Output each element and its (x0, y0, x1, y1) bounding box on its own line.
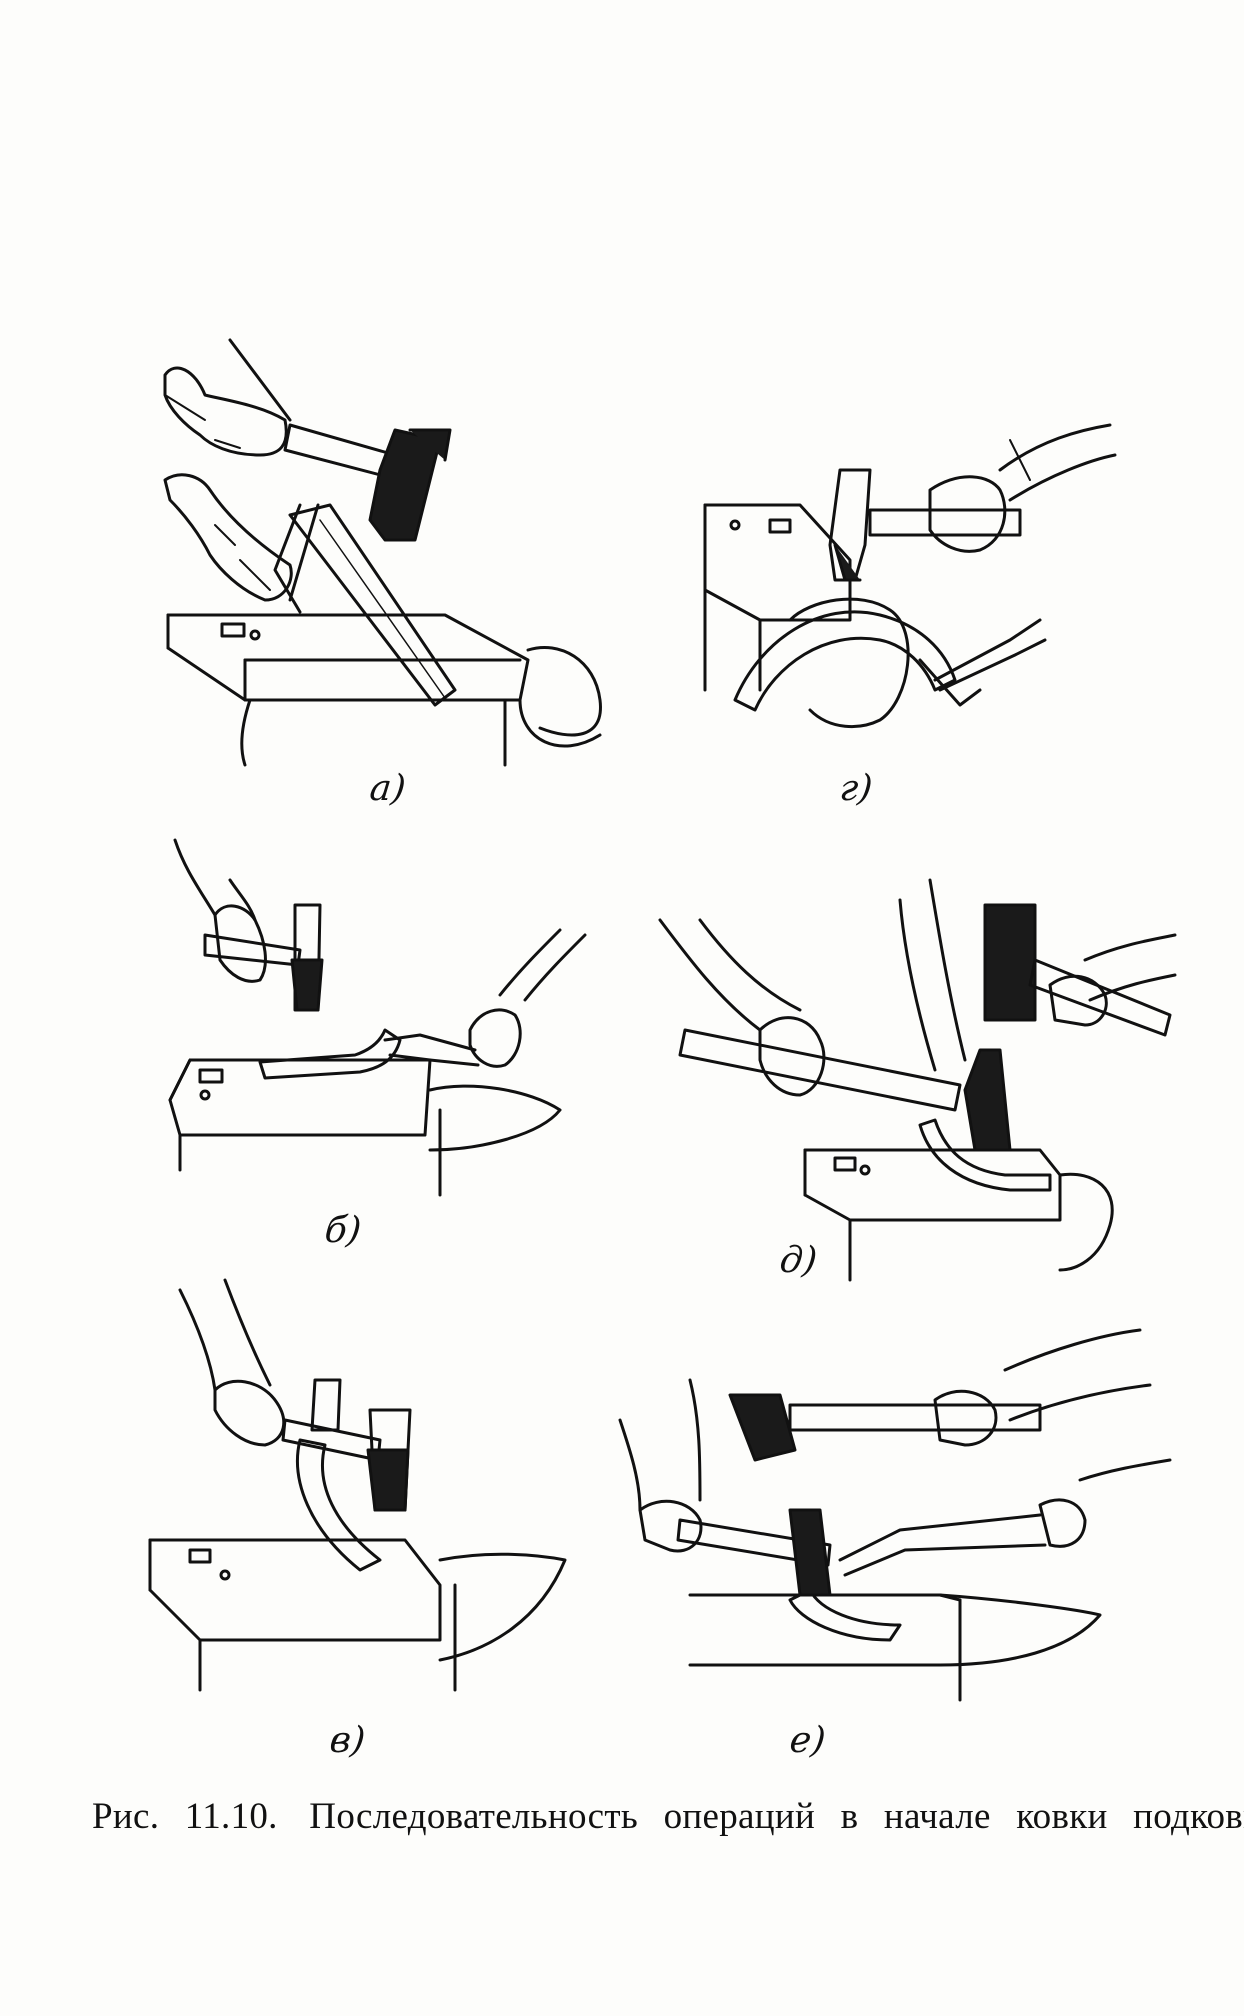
panel-label-e: е) (787, 1720, 828, 1761)
panel-e-drawing (618, 1328, 1172, 1702)
caption-text: Последовательность операций в начале ков… (309, 1796, 1244, 1837)
panel-label-v: в) (327, 1720, 368, 1761)
panel-v-drawing (148, 1278, 567, 1692)
panel-label-b: б) (322, 1210, 364, 1251)
panel-a-drawing (163, 338, 602, 767)
panel-g-drawing (703, 423, 1117, 729)
panel-d-drawing (658, 878, 1177, 1282)
caption-prefix: Рис. 11.10. (92, 1796, 278, 1837)
panel-label-d: д) (777, 1240, 820, 1281)
panel-label-a: а) (367, 768, 408, 809)
panel-label-g: г) (837, 768, 875, 809)
panel-b-drawing (168, 838, 587, 1197)
figure-caption: Рис. 11.10. Последовательность операций … (92, 1795, 1244, 1838)
